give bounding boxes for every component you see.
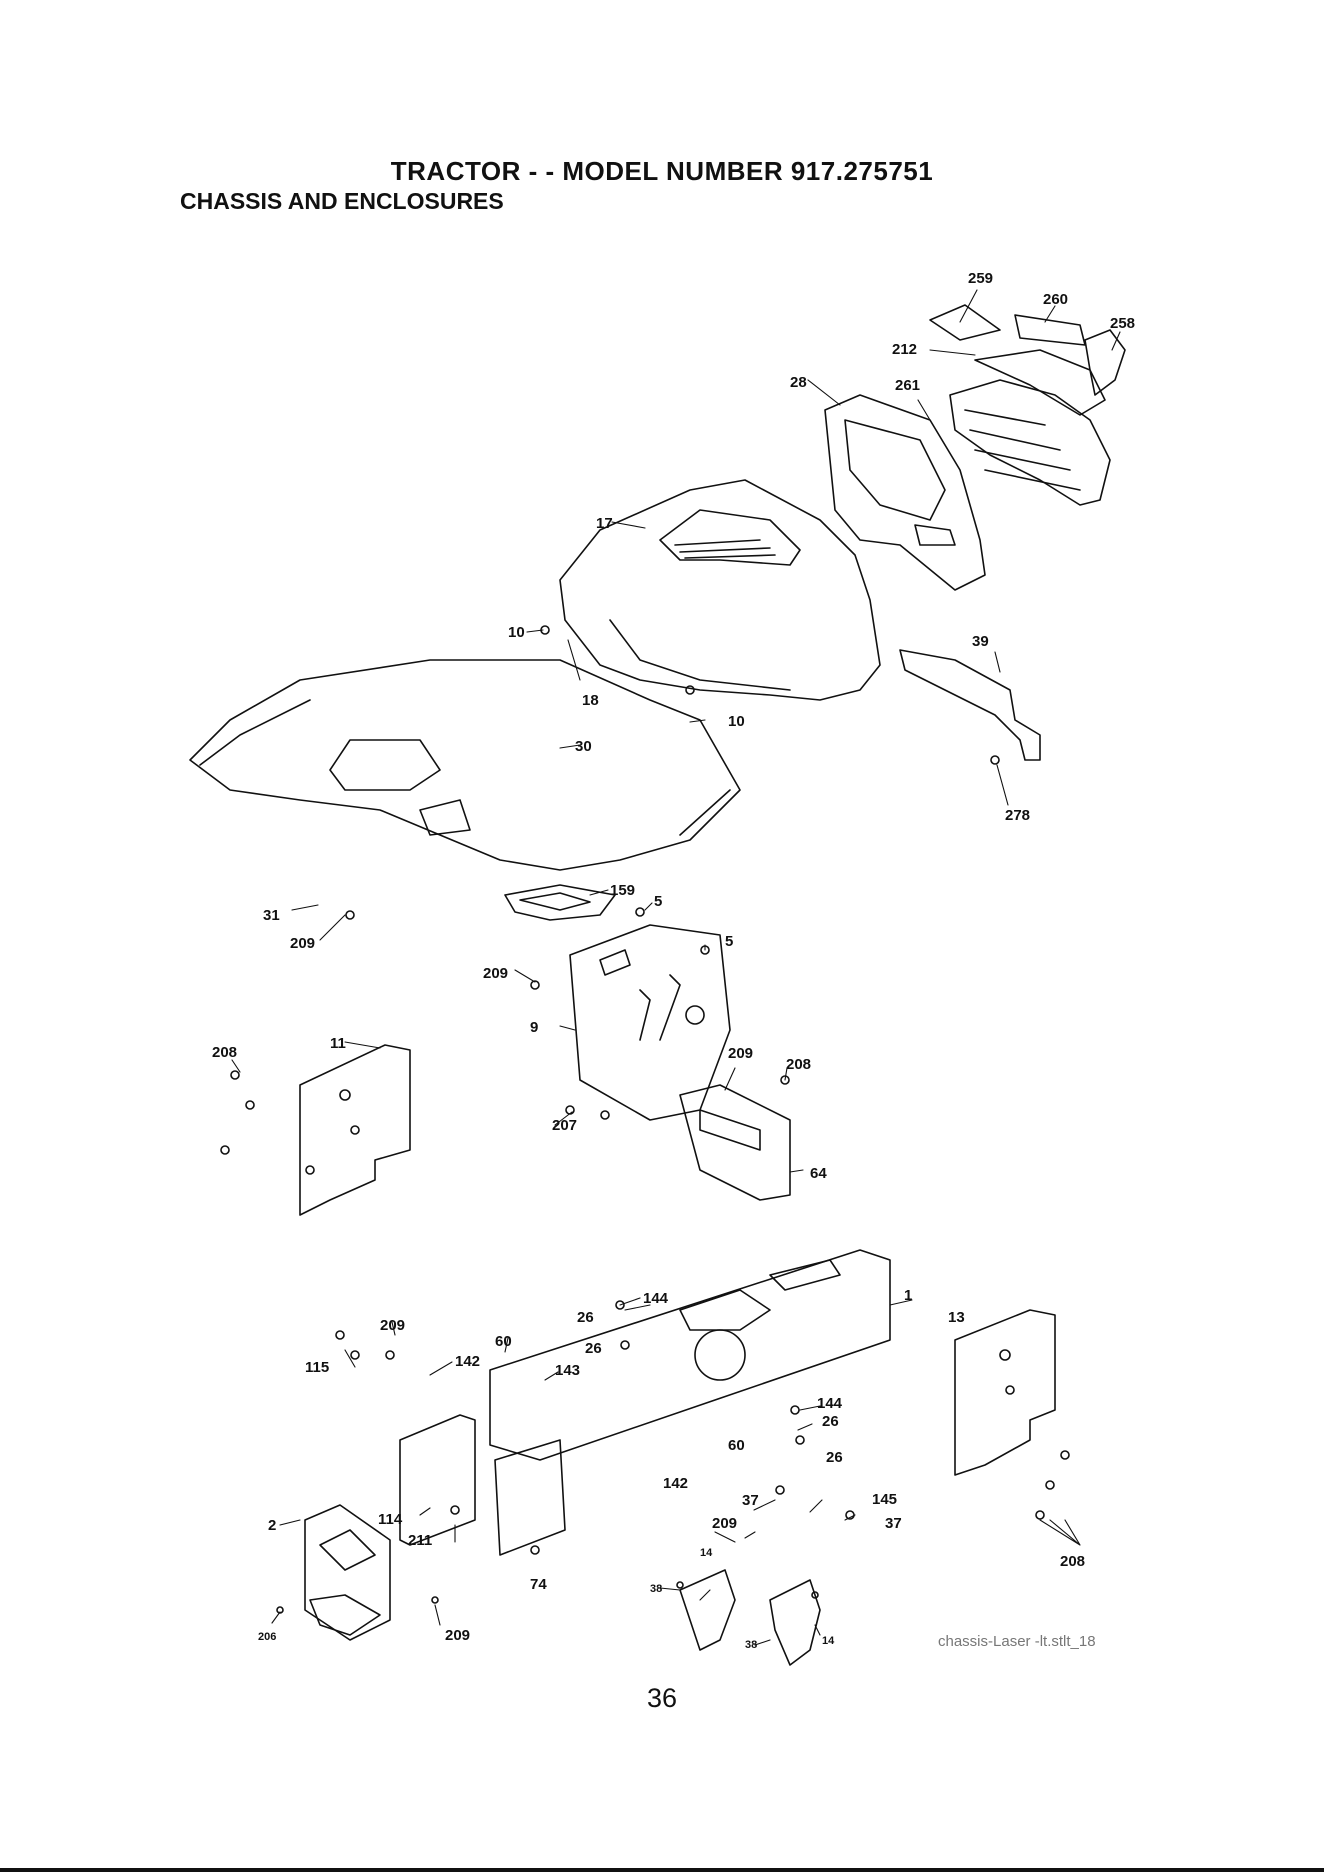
callout-209-center: 209 [712, 1515, 737, 1532]
callout-9: 9 [530, 1019, 538, 1036]
side-panel-left [300, 1045, 410, 1215]
callout-142-left: 142 [455, 1353, 480, 1370]
callout-144-top: 144 [643, 1290, 669, 1307]
callout-64: 64 [810, 1165, 827, 1182]
callout-18: 18 [582, 692, 599, 709]
callout-60-left: 60 [495, 1333, 512, 1350]
callout-2: 2 [268, 1517, 276, 1534]
callout-labels: 259 260 258 212 28 261 17 10 18 10 30 39… [212, 270, 1135, 1651]
callout-26-c: 26 [822, 1413, 839, 1430]
callout-26-d: 26 [826, 1449, 843, 1466]
callout-5-right: 5 [725, 933, 733, 950]
page-number: 36 [0, 1683, 1324, 1714]
callout-209-left-bolts: 209 [380, 1317, 405, 1334]
callout-114: 114 [378, 1511, 403, 1528]
callout-209-dash: 209 [483, 965, 508, 982]
callout-37-left: 37 [742, 1492, 759, 1509]
callout-60-right: 60 [728, 1437, 745, 1454]
callout-261: 261 [895, 377, 920, 394]
hood [560, 480, 880, 700]
callout-26-a: 26 [577, 1309, 594, 1326]
callout-5-left: 5 [654, 893, 662, 910]
drawing-file-id: chassis-Laser -lt.stlt_18 [938, 1633, 1096, 1650]
callout-38-right: 38 [745, 1639, 757, 1651]
fasteners [221, 626, 1069, 1613]
hood-front-panel [825, 395, 985, 590]
callout-10-left: 10 [508, 624, 525, 641]
callout-208-left: 208 [212, 1044, 237, 1061]
callout-206: 206 [258, 1631, 276, 1643]
callout-142-right: 142 [663, 1475, 688, 1492]
callout-259: 259 [968, 270, 993, 287]
callout-207: 207 [552, 1117, 577, 1134]
fender-deck [190, 660, 740, 870]
callout-144-mid: 144 [817, 1395, 843, 1412]
callout-30: 30 [575, 738, 592, 755]
callout-13: 13 [948, 1309, 965, 1326]
callout-209-upper-left: 209 [290, 935, 315, 952]
callout-38-left: 38 [650, 1583, 662, 1595]
callout-74: 74 [530, 1576, 547, 1593]
callout-115: 115 [305, 1359, 329, 1376]
callout-278: 278 [1005, 807, 1030, 824]
headlight-lens [930, 305, 1125, 415]
side-panel-right [955, 1310, 1055, 1475]
callout-211: 211 [408, 1532, 432, 1549]
callout-11: 11 [330, 1035, 346, 1052]
callout-37-right: 37 [885, 1515, 902, 1532]
callout-39: 39 [972, 633, 989, 650]
callout-159: 159 [610, 882, 635, 899]
callout-10-right: 10 [728, 713, 745, 730]
callout-28: 28 [790, 374, 807, 391]
mounting-bracket-left [680, 1570, 735, 1650]
callout-258: 258 [1110, 315, 1135, 332]
grille-insert [950, 380, 1110, 505]
callout-143: 143 [555, 1362, 580, 1379]
footrest [680, 1085, 790, 1200]
bottom-rule [0, 1868, 1324, 1872]
callout-1: 1 [904, 1287, 912, 1304]
callout-209-footrest: 209 [728, 1045, 753, 1062]
callout-31: 31 [263, 907, 280, 924]
callout-26-b: 26 [585, 1340, 602, 1357]
callout-208-right: 208 [1060, 1553, 1085, 1570]
callout-14-left: 14 [700, 1547, 713, 1559]
cup-holder [505, 885, 615, 920]
tank-bracket [900, 650, 1040, 760]
callout-145: 145 [872, 1491, 897, 1508]
callout-209-bumper: 209 [445, 1627, 470, 1644]
callout-208-footrest: 208 [786, 1056, 811, 1073]
leader-lines [232, 290, 1120, 1645]
callout-14-right: 14 [822, 1635, 835, 1647]
callout-212: 212 [892, 341, 917, 358]
callout-17: 17 [596, 515, 613, 532]
callout-260: 260 [1043, 291, 1068, 308]
